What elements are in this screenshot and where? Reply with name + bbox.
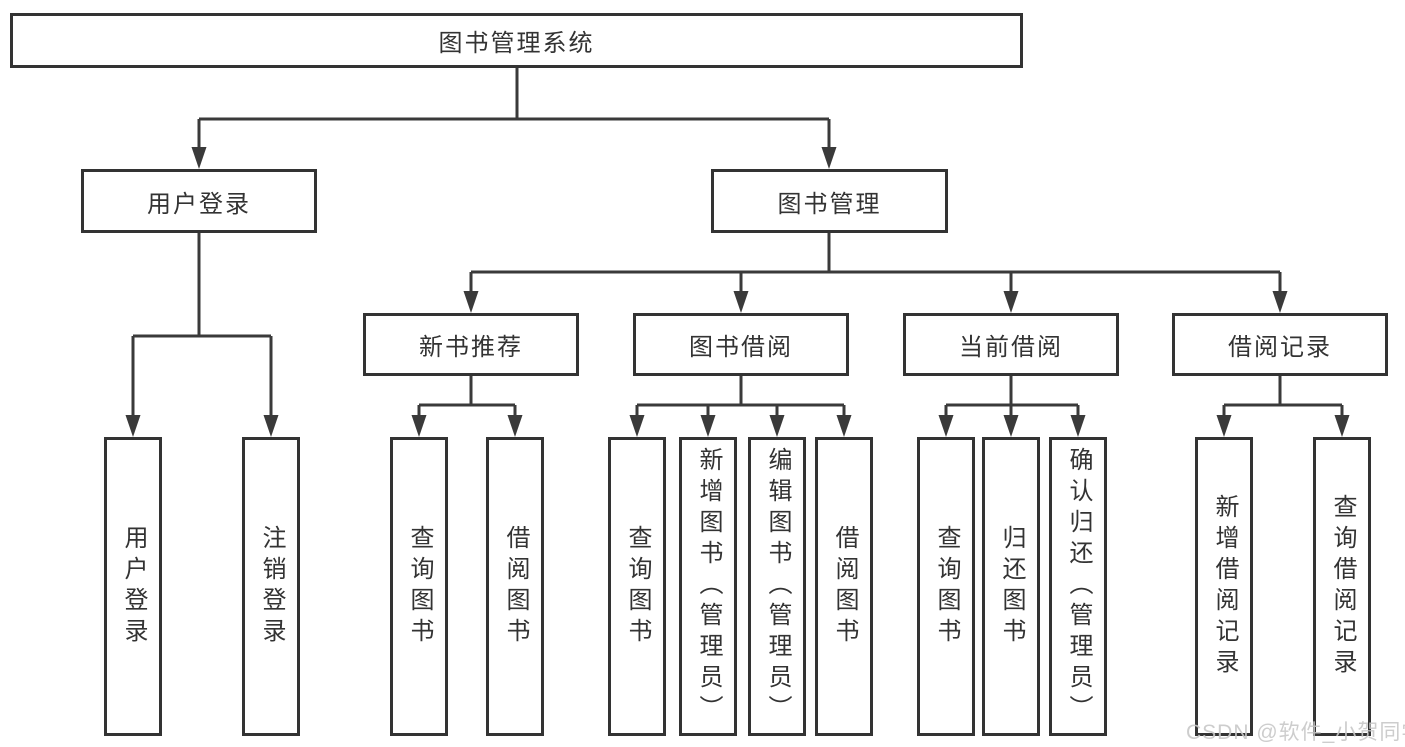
leaf-query-books-recommend-label: 查询图书 [406, 524, 433, 649]
leaf-add-borrow-record: 新增借阅记录 [1195, 437, 1253, 736]
leaf-return-books: 归还图书 [982, 437, 1040, 736]
leaf-query-books-current: 查询图书 [917, 437, 975, 736]
leaf-edit-books-admin-label: 编辑图书（管理员） [764, 447, 791, 726]
node-current-borrowing: 当前借阅 [903, 313, 1119, 376]
leaf-return-books-label: 归还图书 [998, 524, 1025, 649]
leaf-query-books-current-label: 查询图书 [933, 524, 960, 649]
node-borrowing-records: 借阅记录 [1172, 313, 1388, 376]
leaf-borrow-books-recommend-label: 借阅图书 [502, 524, 529, 649]
node-book-borrowing: 图书借阅 [633, 313, 849, 376]
leaf-query-books-recommend: 查询图书 [390, 437, 448, 736]
leaf-query-books-borrowing: 查询图书 [608, 437, 666, 736]
leaf-borrow-books-label: 借阅图书 [831, 524, 858, 649]
leaf-confirm-return-admin: 确认归还（管理员） [1049, 437, 1107, 736]
csdn-watermark: CSDN @软件_小贺同学 [1186, 721, 1405, 744]
leaf-logout-label: 注销登录 [258, 524, 285, 649]
leaf-add-books-admin-label: 新增图书（管理员） [695, 447, 722, 726]
leaf-borrow-books-recommend: 借阅图书 [486, 437, 544, 736]
leaf-edit-books-admin: 编辑图书（管理员） [748, 437, 806, 736]
leaf-query-borrow-record: 查询借阅记录 [1313, 437, 1371, 736]
leaf-user-login-label: 用户登录 [120, 524, 147, 649]
leaf-query-books-borrowing-label: 查询图书 [624, 524, 651, 649]
leaf-add-books-admin: 新增图书（管理员） [679, 437, 737, 736]
leaf-query-borrow-record-label: 查询借阅记录 [1329, 493, 1356, 680]
leaf-add-borrow-record-label: 新增借阅记录 [1211, 493, 1238, 680]
leaf-user-login: 用户登录 [104, 437, 162, 736]
node-root: 图书管理系统 [10, 13, 1023, 68]
leaf-confirm-return-admin-label: 确认归还（管理员） [1065, 447, 1092, 726]
leaf-borrow-books: 借阅图书 [815, 437, 873, 736]
leaf-logout: 注销登录 [242, 437, 300, 736]
node-user-login: 用户登录 [81, 169, 317, 233]
node-book-management: 图书管理 [711, 169, 948, 233]
node-new-book-recommend: 新书推荐 [363, 313, 579, 376]
